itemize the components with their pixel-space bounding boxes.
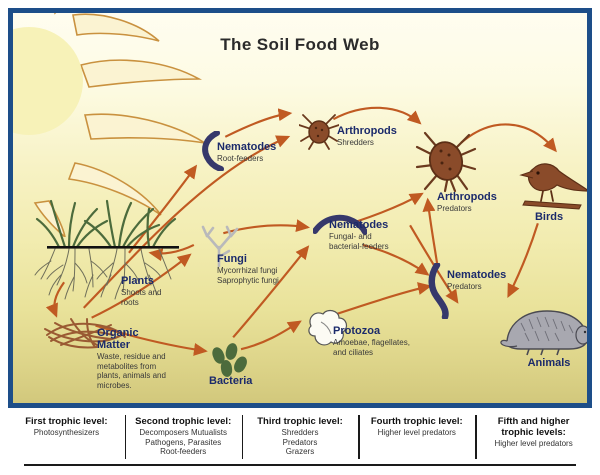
nematode-predator-illustration (427, 261, 457, 324)
page-title: The Soil Food Web (220, 35, 380, 54)
legend-cell-fourth: Fourth trophic level: Higher level preda… (358, 414, 475, 462)
legend-cell-fifth: Fifth and higher trophic levels: Higher … (475, 414, 592, 462)
legend-cell-second: Second trophic level: Decomposers Mutual… (124, 414, 242, 462)
plants-illustration (29, 191, 179, 316)
legend-divider (24, 464, 576, 466)
label-arthropods-predators: Arthropods Predators (437, 191, 497, 213)
label-arthropods-shredders: Arthropods Shredders (337, 125, 397, 147)
nematode-root-feeder-illustration (199, 130, 225, 176)
arthropod-shredder-illustration (298, 113, 340, 151)
legend-cell-first: First trophic level: Photosynthesizers (25, 416, 108, 437)
label-protozoa: Protozoa Amoebae, flagellates, and cilia… (333, 325, 410, 357)
organic-matter-illustration (41, 311, 129, 351)
sun-rays-icon (33, 13, 206, 237)
label-fungi: Fungi Mycorrhizal fungi Saprophytic fung… (217, 253, 279, 285)
label-nematodes-root-feeders: Nematodes Root-feeders (217, 141, 277, 163)
label-plants: Plants Shoots and roots (121, 275, 162, 307)
protozoa-illustration (305, 308, 351, 348)
label-birds: Birds (534, 211, 564, 223)
label-nematodes-fungal-bacterial: Nematodes Fungal- and bacterial-feeders (329, 219, 389, 251)
legend-cell-third: Third trophic level: Shredders Predators… (241, 414, 359, 462)
arthropod-predator-illustration (415, 131, 477, 193)
label-animals: Animals (527, 357, 571, 369)
bacteria-illustration (210, 341, 253, 378)
label-bacteria: Bacteria (209, 375, 253, 387)
label-nematodes-predators: Nematodes Predators (447, 269, 507, 291)
diagram-panel: The Soil Food Web (8, 8, 592, 408)
bird-illustration (507, 155, 587, 217)
nematode-fungal-bacterial-illustration (312, 213, 368, 240)
label-organic-matter: Organic Matter Waste, residue and metabo… (97, 327, 166, 390)
trophic-level-legend: First trophic level: Photosynthesizers S… (8, 414, 592, 468)
food-web-arrows (45, 106, 557, 356)
animal-illustration (499, 299, 587, 361)
fungi-illustration (199, 223, 241, 269)
